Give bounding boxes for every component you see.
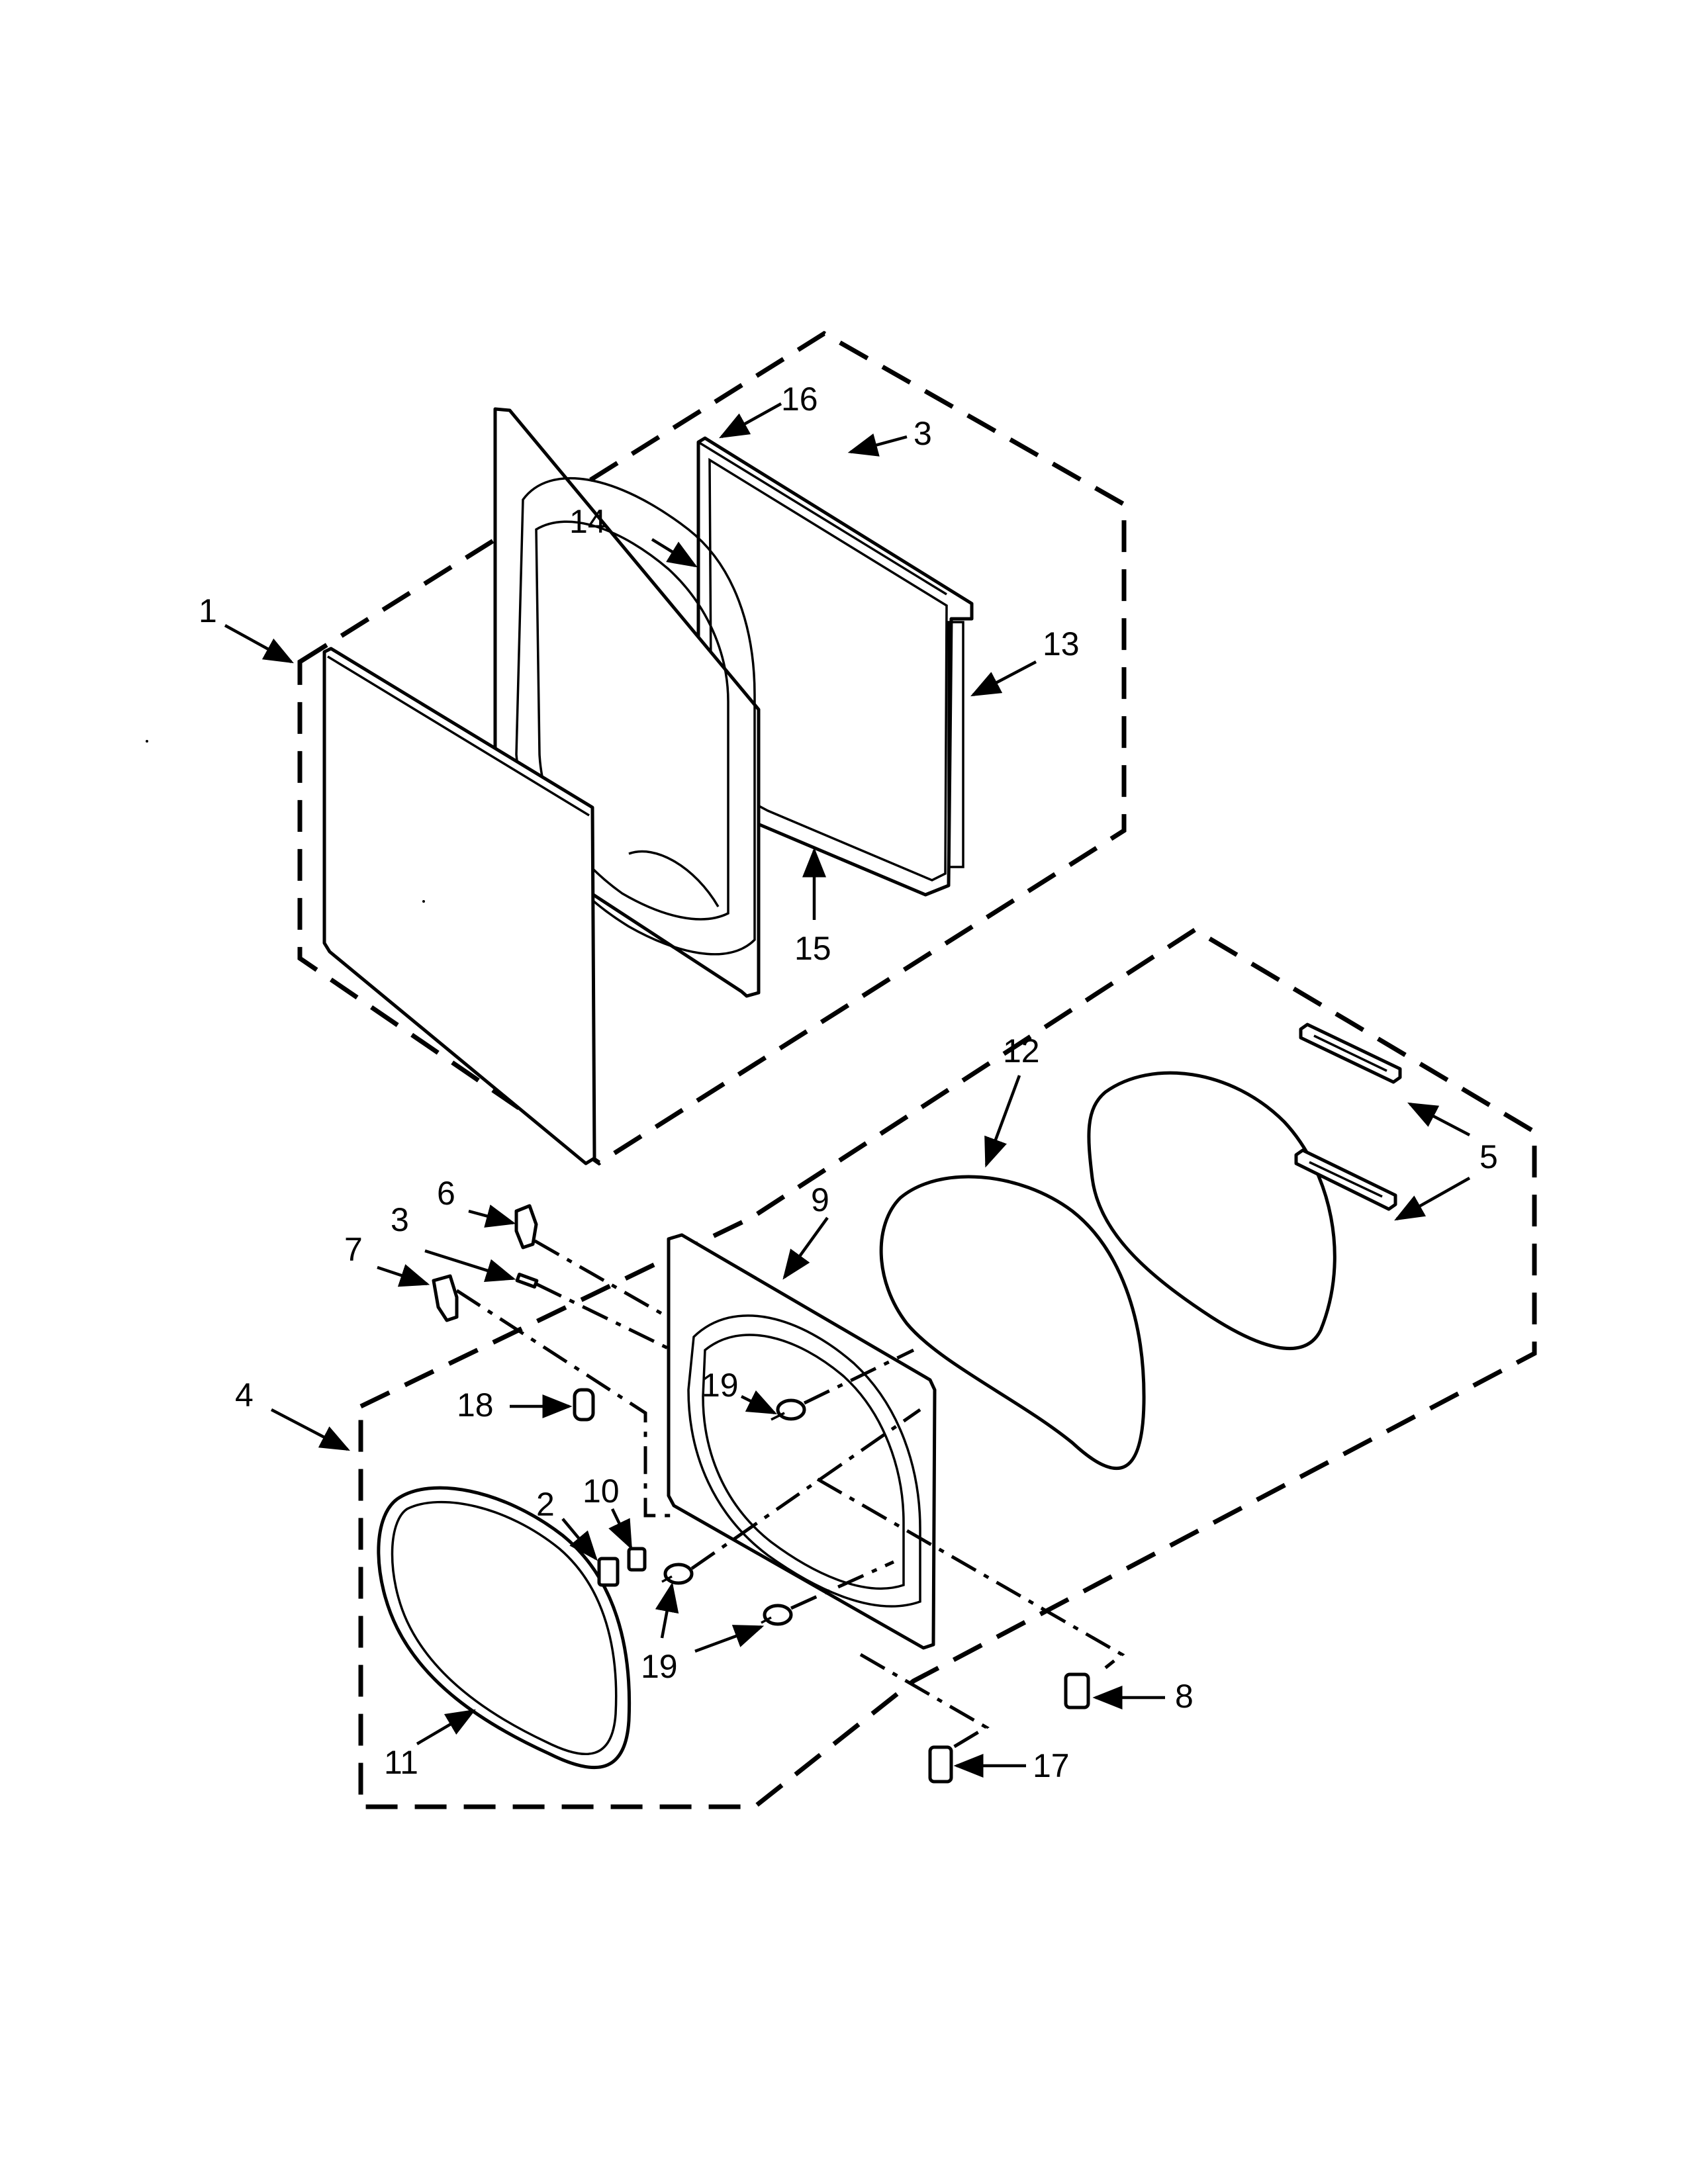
assembly-line-screw-19-b [690,1408,921,1570]
callout-6: 6 [437,1175,455,1212]
top-front-panel [322,647,596,1165]
callout-8: 8 [1175,1678,1194,1715]
callout-19-mid: 19 [641,1648,678,1685]
handle-plate-top [1299,1023,1402,1084]
top-assembly-dashed-boundary [297,330,1127,1166]
assembly-line-hinge-6 [534,1239,663,1316]
stray-dot-left [146,740,148,743]
callout-12: 12 [1003,1032,1040,1069]
assembly-line-screw-3 [535,1282,673,1352]
callout-2: 2 [536,1486,555,1523]
latch-2 [597,1557,620,1587]
inner-door-ring [377,1486,632,1770]
cap-17 [928,1745,953,1784]
callout-18: 18 [457,1387,494,1424]
bottom-assembly-dashed-boundary [358,927,1537,1809]
callout-13: 13 [1043,625,1080,662]
screw-19-a [771,1398,806,1421]
callout-4: 4 [235,1377,254,1414]
callout-3-bottom: 3 [391,1201,409,1238]
assembly-line-screw-19-a [803,1348,915,1405]
door-gasket [879,1175,1146,1471]
clip-10 [627,1547,647,1572]
callout-5: 5 [1479,1138,1498,1175]
door-glass [1087,1071,1336,1351]
inner-door-ring-inner-edge [391,1500,618,1756]
callout-10: 10 [583,1473,620,1510]
callout-16: 16 [781,381,818,418]
hinge-bracket-7 [432,1274,459,1322]
assembly-line-cap-17 [859,1653,990,1749]
callout-7: 7 [344,1231,363,1268]
assembly-line-cap-8 [816,1477,1125,1669]
screw-19-b [661,1563,694,1585]
callout-11: 11 [384,1744,418,1781]
screw-19-c [761,1604,793,1626]
hinge-bracket-6 [514,1204,538,1250]
callout-17: 17 [1033,1747,1070,1784]
assembly-line-screw-19-c [790,1560,895,1610]
callout-15: 15 [794,930,831,967]
callout-3-top: 3 [914,415,932,452]
callout-1: 1 [199,592,217,629]
plug-18 [573,1388,595,1422]
screw-3-lower [515,1273,539,1289]
callout-19-top: 19 [702,1367,739,1404]
callout-14: 14 [569,503,606,540]
cap-8 [1064,1672,1090,1709]
door-frame [667,1233,937,1650]
assembly-line-hinge-7 [455,1289,672,1518]
callout-9: 9 [811,1181,829,1218]
stray-dot-panel [422,900,425,903]
